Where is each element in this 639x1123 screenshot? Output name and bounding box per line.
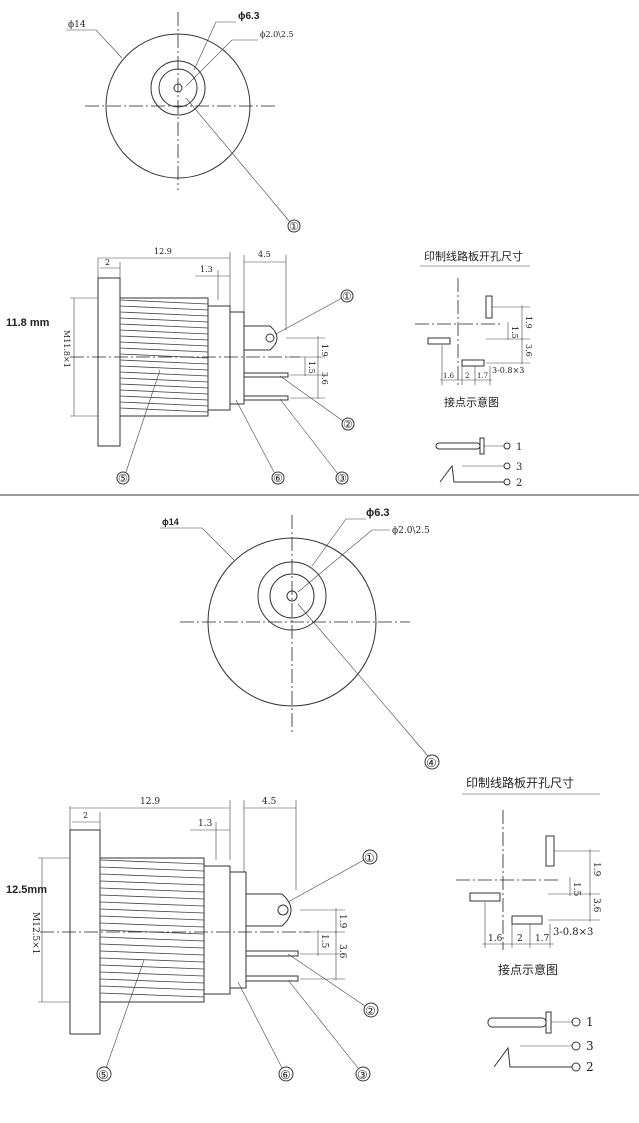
bottom-side-view: 12.9 2 1.3 4.5: [6, 797, 379, 1082]
top-pcb-dim-2: 3.6: [524, 344, 533, 357]
bottom-pcb-dim-4: 2: [517, 934, 523, 944]
top-pcb-dim-6: 3-0.8×3: [492, 366, 524, 375]
top-side-callout-1: ①: [342, 290, 352, 303]
bottom-contact-title: 接点示意图: [498, 962, 558, 977]
bottom-contact-pin-2: 2: [586, 1060, 594, 1074]
bottom-pcb-dim-2: 3.6: [591, 898, 601, 913]
bottom-side-dim-small: 1.3: [198, 819, 213, 829]
bottom-side-thread-size: 12.5mm: [6, 884, 47, 896]
bottom-pcb-dim-5: 1.7: [535, 934, 550, 944]
top-side-dim-length: 12.9: [154, 247, 172, 256]
bottom-pcb-dim-6: 3-0.8×3: [553, 927, 593, 938]
top-side-dim-v3: 3.6: [320, 372, 329, 385]
bottom-side-callout-6: ⑥: [280, 1068, 291, 1082]
top-side-callout-6: ⑥: [273, 472, 283, 485]
bottom-side-dim-v2: 1.5: [319, 934, 329, 949]
bottom-pcb-dim-0: 1.9: [591, 862, 601, 877]
bottom-side-dim-length: 12.9: [140, 797, 160, 807]
top-contact-title: 接点示意图: [444, 395, 499, 409]
top-pcb-layout: 印制线路板开孔尺寸 1.9 1.5 3.6 1.6 2 1.7 3-0.8×3: [415, 249, 533, 489]
bottom-side-dim-flange: 2: [83, 811, 88, 820]
top-pcb-dim-3: 1.6: [443, 372, 455, 380]
top-pcb-dim-1: 1.5: [510, 326, 519, 339]
top-drawing: ϕ14 ϕ6.3 ϕ2.0\2.5 ① 12.9 2 1.3 4.5: [6, 11, 533, 489]
top-pcb-dim-0: 1.9: [524, 316, 533, 329]
top-contact-pin-3: 3: [516, 462, 522, 473]
top-side-view: 12.9 2 1.3 4.5: [6, 247, 355, 485]
top-side-callout-2: ②: [343, 418, 353, 431]
top-front-callout: ①: [289, 220, 299, 233]
top-side-dim-tail: 4.5: [258, 250, 271, 259]
bottom-side-callout-3: ③: [357, 1068, 368, 1082]
bottom-drawing: ϕ14 ϕ6.3 ϕ2.0\2.5 ④ 12.9 2 1.3 4.5: [6, 507, 601, 1082]
top-contact-pin-2: 2: [516, 478, 522, 489]
top-side-dim-v1: 1.9: [320, 344, 329, 357]
bottom-pcb-title: 印制线路板开孔尺寸: [466, 775, 574, 790]
top-side-callout-5: ⑤: [118, 472, 128, 485]
top-front-view: ϕ14 ϕ6.3 ϕ2.0\2.5 ①: [66, 11, 301, 233]
bottom-side-callout-5: ⑤: [98, 1068, 109, 1082]
top-front-dia-pin: ϕ2.0\2.5: [260, 30, 294, 39]
bottom-pcb-dim-3: 1.6: [488, 934, 503, 944]
top-contact-pin-1: 1: [516, 442, 522, 453]
top-side-dim-flange: 2: [105, 258, 110, 267]
bottom-side-dim-v1: 1.9: [337, 914, 347, 929]
bottom-front-callout: ④: [426, 756, 437, 770]
bottom-thread-lines: [99, 859, 205, 998]
bottom-side-callout-2: ②: [365, 1004, 376, 1018]
top-front-dia-mid: ϕ6.3: [238, 11, 260, 22]
bottom-front-dia-mid: ϕ6.3: [366, 507, 390, 519]
top-pcb-dim-5: 1.7: [477, 372, 488, 380]
top-side-callout-3: ③: [337, 472, 347, 485]
top-front-dia-outer: ϕ14: [68, 20, 86, 30]
top-thread-lines: [119, 299, 209, 413]
bottom-side-callout-1: ①: [364, 851, 375, 865]
top-pcb-dim-4: 2: [465, 372, 469, 380]
bottom-front-dia-pin: ϕ2.0\2.5: [392, 526, 430, 536]
top-side-thread: M11.8×1: [62, 330, 71, 368]
bottom-pcb-dim-1: 1.5: [571, 882, 581, 897]
bottom-side-dim-v3: 3.6: [337, 944, 347, 959]
top-side-dim-v2: 1.5: [307, 361, 316, 374]
bottom-contact-pin-3: 3: [586, 1039, 594, 1053]
top-pcb-title: 印制线路板开孔尺寸: [424, 249, 523, 263]
bottom-contact-pin-1: 1: [586, 1015, 594, 1029]
bottom-pcb-layout: 印制线路板开孔尺寸 1.9 1.5 3.6 1.6 2 1.7 3-0.8×3: [456, 775, 601, 1074]
bottom-side-dim-tail: 4.5: [262, 797, 277, 807]
bottom-front-view: ϕ14 ϕ6.3 ϕ2.0\2.5 ④: [160, 507, 440, 770]
bottom-front-dia-outer: ϕ14: [162, 517, 179, 527]
top-side-thread-size: 11.8 mm: [6, 317, 50, 329]
bottom-side-thread: M12.5×1: [30, 912, 40, 955]
top-side-dim-small: 1.3: [200, 265, 213, 274]
